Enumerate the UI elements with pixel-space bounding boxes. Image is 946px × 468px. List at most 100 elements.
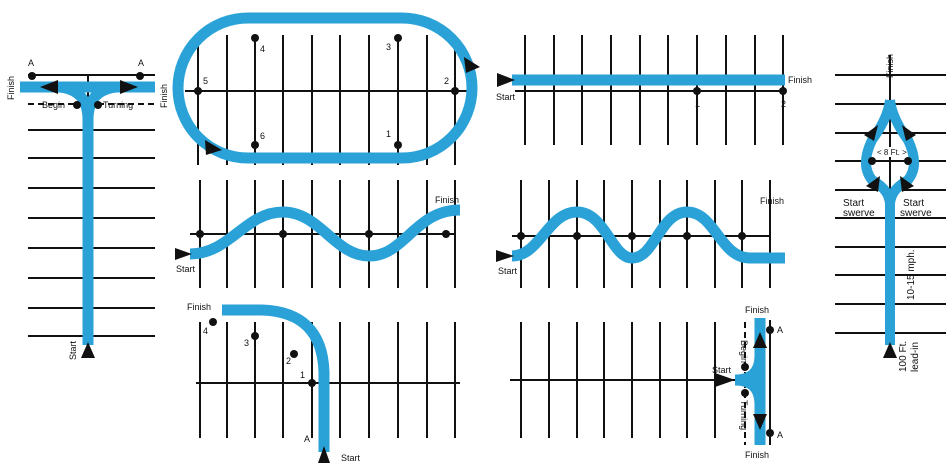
arrow-right-icon: [120, 80, 138, 94]
arrow-right-icon: [175, 248, 192, 260]
cone-dot-icon: [628, 232, 636, 240]
label-finish: Finish: [6, 76, 16, 100]
curve-num: 3: [244, 338, 249, 348]
label-turning: Turning: [103, 100, 133, 110]
panel-t-turn: A A Begin Turning Finish Start: [6, 58, 155, 360]
label-finish: Finish: [745, 450, 769, 460]
arrow-left-icon: [40, 80, 58, 94]
label-begin: Begin: [42, 100, 65, 110]
label-a-left: A: [28, 58, 34, 68]
cone-dot-icon: [194, 87, 202, 95]
cone-dot-icon: [251, 332, 259, 340]
swerve-path: [861, 99, 919, 345]
label-lead-in: 100 Ft.: [898, 341, 909, 372]
label-start: Start: [341, 453, 361, 463]
label-a: A: [304, 434, 310, 444]
cone-dot-icon: [904, 157, 912, 165]
label-start-swerve-right: swerve: [900, 208, 932, 219]
panel-t-turn-side-grid: [510, 320, 771, 445]
t-turn-side-branch-path: [734, 354, 766, 406]
cone-dot-icon: [28, 72, 36, 80]
cone-dot-icon: [251, 141, 259, 149]
curve-path: [222, 304, 330, 452]
panel-serpentine-tight: Start Finish: [496, 180, 785, 288]
serpentine-tight-path: [511, 206, 785, 264]
label-start-swerve-left: swerve: [843, 208, 875, 219]
label-start-swerve-right: Start: [903, 198, 924, 209]
panel-oval: 3 4 5 2 1 6 Finish: [159, 12, 480, 165]
label-finish: Finish: [788, 75, 812, 85]
label-begin: Begin: [739, 340, 749, 363]
label-gap: < 8 Ft. >: [877, 148, 907, 157]
arrow-up-icon: [318, 446, 330, 463]
cone-dot-icon: [365, 230, 373, 238]
label-a-right: A: [138, 58, 144, 68]
cone-dot-icon: [442, 230, 450, 238]
arrow-up-right-icon: [902, 125, 916, 141]
label-turning: Turning: [739, 400, 749, 430]
oval-num: 6: [260, 131, 265, 141]
cone-dot-icon: [766, 326, 774, 334]
arrow-right-icon: [496, 250, 514, 262]
oval-num: 5: [203, 76, 208, 86]
curve-num: 4: [203, 326, 208, 336]
oval-num: 2: [444, 76, 449, 86]
cone-dot-icon: [573, 232, 581, 240]
label-finish: Finish: [745, 305, 769, 315]
cone-dot-icon: [738, 232, 746, 240]
label-finish: Finish: [187, 302, 211, 312]
panel-straight: 1 2 Start Finish: [496, 35, 812, 145]
cone-dot-icon: [251, 34, 259, 42]
cone-dot-icon: [868, 157, 876, 165]
curve-num: 2: [286, 356, 291, 366]
cone-dot-icon: [136, 72, 144, 80]
cone-dot-icon: [94, 101, 102, 109]
cone-dot-icon: [73, 101, 81, 109]
cone-dot-icon: [209, 318, 217, 326]
oval-num: 4: [260, 44, 265, 54]
t-turn-stem-path: [59, 81, 117, 345]
cone-dot-icon: [394, 34, 402, 42]
panel-oval-grid: [185, 35, 468, 165]
label-finish: Finish: [159, 84, 169, 108]
arrow-right-icon: [205, 140, 222, 155]
oval-num: 3: [386, 42, 391, 52]
cone-dot-icon: [451, 87, 459, 95]
cone-dot-icon: [196, 230, 204, 238]
cone-dot-icon: [741, 363, 749, 371]
label-finish: Finish: [435, 195, 459, 205]
arrow-down-icon: [753, 414, 767, 430]
label-finish: Finish: [885, 54, 895, 78]
arrow-up-icon: [753, 332, 767, 348]
arrow-up-icon: [81, 342, 95, 358]
panel-serpentine-wide: Start Finish: [175, 180, 461, 288]
arrow-down-right-icon: [900, 176, 914, 192]
cone-dot-icon: [741, 389, 749, 397]
oval-path: [172, 12, 478, 164]
label-start: Start: [712, 365, 732, 375]
cone-dot-icon: [693, 87, 701, 95]
cone-dot-icon: [279, 230, 287, 238]
panel-straight-grid: [515, 35, 784, 145]
cone-dot-icon: [683, 232, 691, 240]
straight-num: 1: [695, 99, 700, 109]
label-finish: Finish: [760, 196, 784, 206]
gap-label-bg: [876, 147, 904, 157]
oval-num: 1: [386, 129, 391, 139]
label-start: Start: [496, 92, 516, 102]
straight-num: 2: [781, 99, 786, 109]
cone-dot-icon: [779, 87, 787, 95]
cone-dot-icon: [766, 429, 774, 437]
cone-dot-icon: [517, 232, 525, 240]
curve-num: 1: [300, 370, 305, 380]
panel-swerve: < 8 Ft. > Start swerve Start swerve Fini…: [835, 54, 946, 372]
label-lead-in: lead-in: [910, 342, 921, 372]
label-a: A: [777, 325, 783, 335]
arrow-right-icon: [715, 373, 735, 387]
arrow-down-left-icon: [866, 176, 880, 192]
panel-curve: 1 2 3 4 Finish Start A: [187, 302, 460, 463]
arrow-up-left-icon: [864, 125, 878, 141]
cone-dot-icon: [290, 350, 298, 358]
